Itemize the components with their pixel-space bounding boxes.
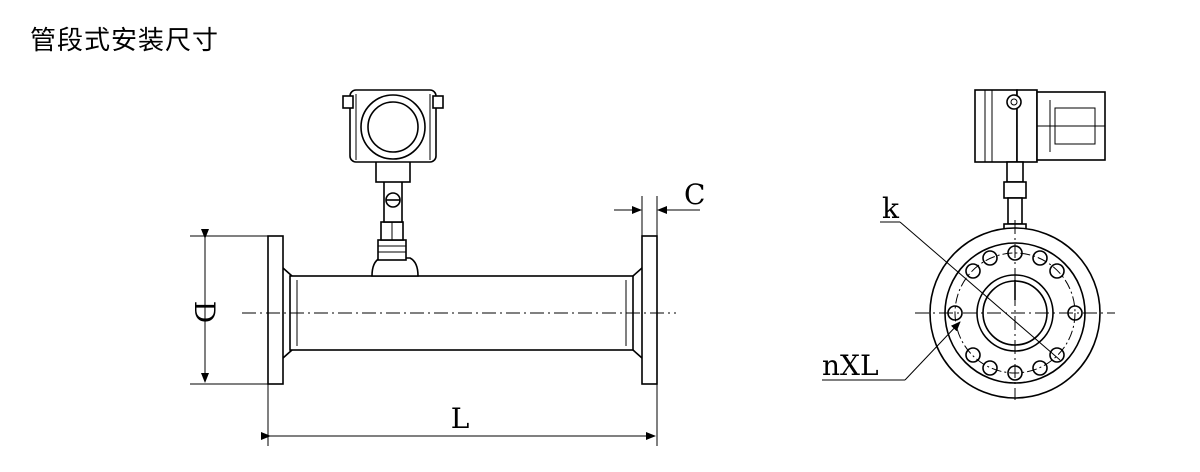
dimension-d-label: D bbox=[188, 301, 221, 323]
hex-nut bbox=[377, 239, 407, 261]
bolt-holes bbox=[947, 245, 1083, 381]
dimension-c-label: C bbox=[684, 178, 705, 211]
bolt-holes-label: nXL bbox=[822, 349, 879, 382]
page-title: 管段式安装尺寸 bbox=[30, 26, 220, 56]
side-view: k nXL bbox=[822, 89, 1115, 400]
nxl-leader-line bbox=[904, 321, 961, 381]
bolt-circle-label: k bbox=[882, 192, 900, 225]
front-view: D L C bbox=[188, 89, 705, 446]
display-cover bbox=[360, 94, 426, 160]
dimension-l-label: L bbox=[451, 402, 470, 435]
transmitter-neck bbox=[375, 159, 411, 183]
left-flange bbox=[267, 235, 284, 385]
right-flange bbox=[641, 235, 658, 385]
sensor-boss bbox=[371, 257, 419, 277]
k-leader-line bbox=[899, 221, 1061, 361]
